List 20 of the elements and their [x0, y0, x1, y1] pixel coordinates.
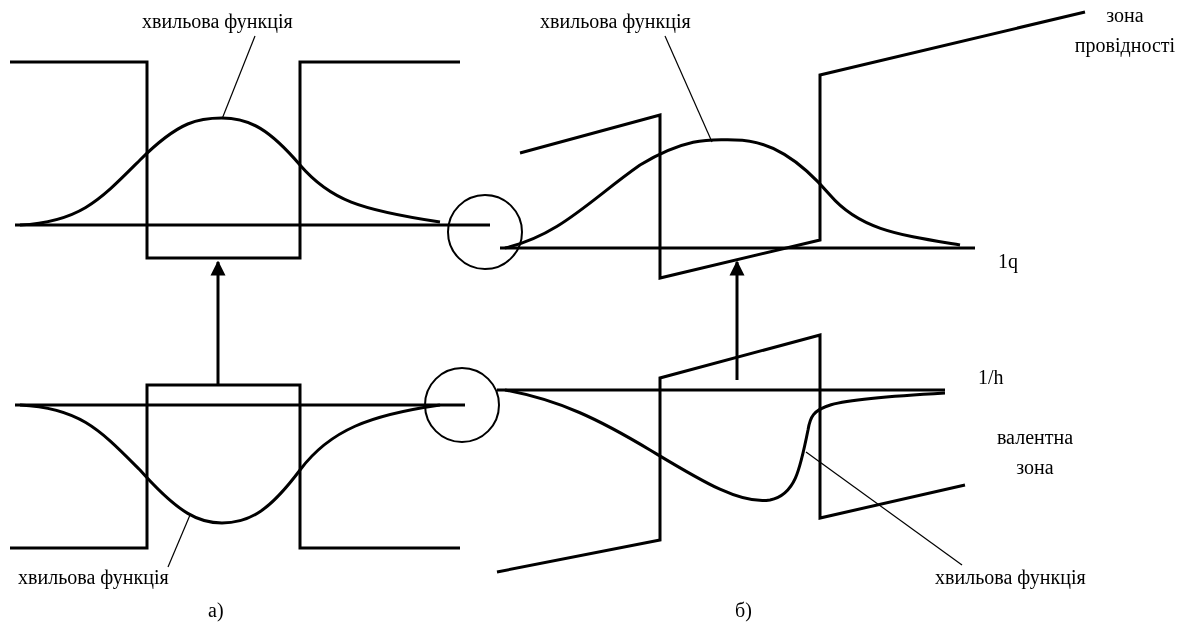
level-label: 1/h [978, 365, 1004, 390]
leader-line [167, 514, 191, 568]
curve-label: хвильова функція [935, 562, 1086, 592]
curve-label: хвильова функція [142, 6, 293, 36]
panel-label: а) [208, 598, 224, 623]
wave-function-curve [19, 403, 441, 525]
level-label: 1q [998, 249, 1018, 275]
transition-arrow [729, 260, 745, 380]
leader-line [805, 451, 963, 566]
wave-function-curve [504, 388, 946, 503]
panel-label: б) [735, 598, 752, 624]
leader-line [221, 35, 256, 120]
band-label: зона провідності [1073, 3, 1177, 59]
curve-label: хвильова функція [18, 562, 169, 592]
wave-function-curve [504, 138, 961, 250]
leader-line [664, 35, 713, 143]
transition-arrow [210, 260, 226, 385]
curve-label: хвильова функція [540, 6, 691, 36]
band-label: валентна зона [995, 425, 1075, 480]
wave-function-curve [19, 116, 441, 227]
